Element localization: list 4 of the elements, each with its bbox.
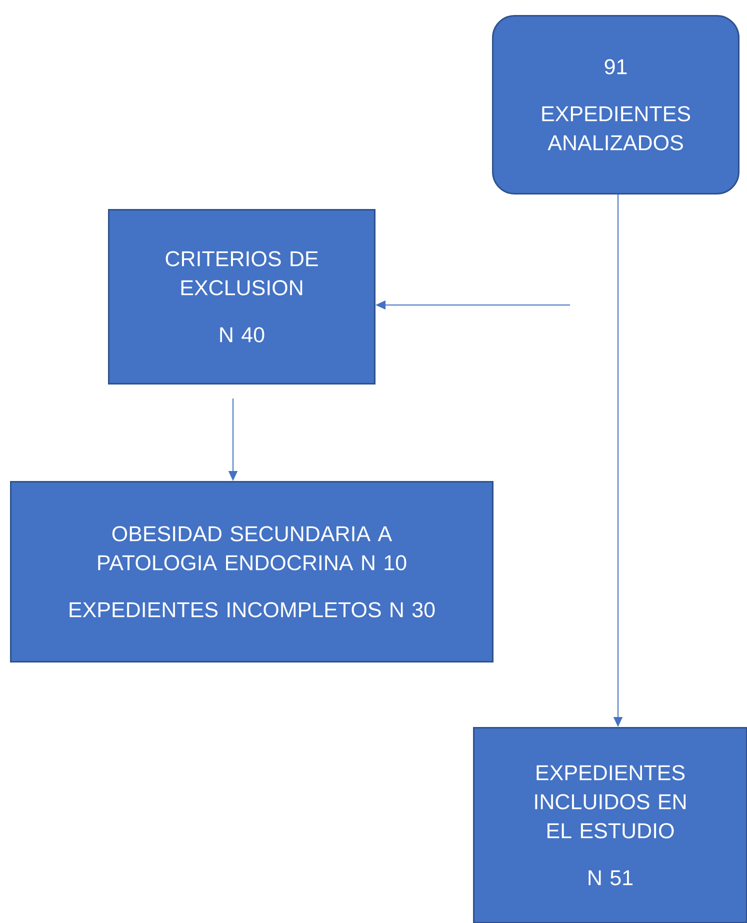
process-box: EXPEDIENTES INCLUIDOS EN EL ESTUDIO N 51 (473, 727, 747, 923)
process-box: CRITERIOS DE EXCLUSION N 40 (108, 209, 376, 384)
process-box: OBESIDAD SECUNDARIA A PATOLOGIA ENDOCRINA N 10 EXPEDIENTES INCOMPLETOS N 30 (10, 481, 494, 662)
rounded-box: 91 EXPEDIENTES ANALIZADOS (492, 15, 740, 194)
